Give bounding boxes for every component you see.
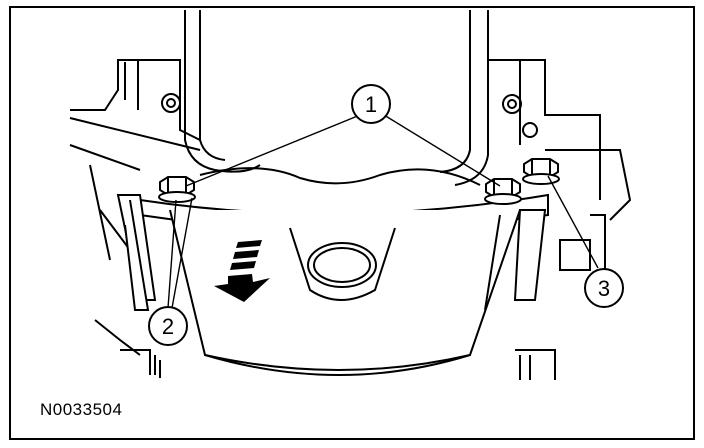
callout-3: 3: [584, 268, 624, 308]
figure-id: N0033504: [40, 400, 123, 419]
callout-2: 2: [148, 306, 188, 346]
callout-1: 1: [351, 84, 391, 124]
leader-lines: [167, 114, 599, 309]
figure-border: [9, 6, 695, 440]
front-cover: [116, 193, 549, 376]
svg-text:3: 3: [598, 276, 610, 301]
svg-text:1: 1: [365, 92, 377, 117]
svg-text:2: 2: [162, 314, 174, 339]
direction-arrow-icon: [214, 240, 270, 302]
bolt-icon: [158, 158, 560, 205]
